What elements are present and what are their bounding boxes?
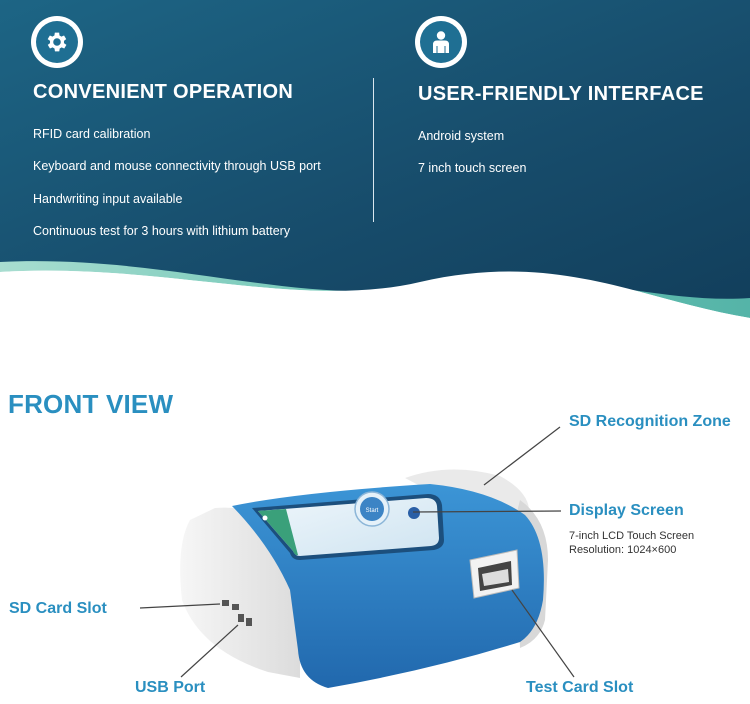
device-screen-bezel: [252, 494, 444, 560]
feature-item: Keyboard and mouse connectivity through …: [33, 159, 321, 173]
sd-card-slot: [222, 600, 229, 606]
screen-start-label: Start: [366, 508, 379, 514]
callout-test-card-slot: Test Card Slot: [526, 679, 634, 696]
left-heading: CONVENIENT OPERATION: [33, 81, 294, 103]
feature-item: Android system: [418, 129, 505, 143]
column-divider: [373, 78, 374, 222]
display-screen: [258, 498, 439, 556]
feature-item: RFID card calibration: [33, 127, 151, 141]
device-left-shell: [180, 507, 300, 678]
display-spec-size: 7-inch LCD Touch Screen: [569, 530, 695, 542]
banner-background: [0, 0, 750, 318]
user-icon: [415, 16, 467, 68]
front-view-title: FRONT VIEW: [8, 389, 174, 419]
gear-icon: [31, 16, 83, 68]
device-right-shell: [515, 500, 548, 648]
callout-display-screen: Display Screen: [569, 502, 684, 519]
display-spec-resolution: Resolution: 1024×600: [569, 544, 677, 556]
screen-sidebar: [258, 509, 298, 556]
feature-item: Continuous test for 3 hours with lithium…: [33, 224, 291, 238]
feature-item: 7 inch touch screen: [418, 161, 527, 175]
callout-sd-recognition-zone: SD Recognition Zone: [569, 413, 731, 430]
callout-sd-card-slot: SD Card Slot: [9, 600, 107, 617]
device-blue-body: [232, 484, 544, 688]
feature-item: Handwriting input available: [33, 192, 183, 206]
callout-usb-port: USB Port: [135, 679, 206, 696]
test-card-slot: [469, 549, 520, 599]
usb-port: [238, 614, 244, 622]
device-top-shell: [405, 469, 530, 520]
right-heading: USER-FRIENDLY INTERFACE: [418, 83, 704, 105]
feature-banner: [0, 0, 750, 318]
